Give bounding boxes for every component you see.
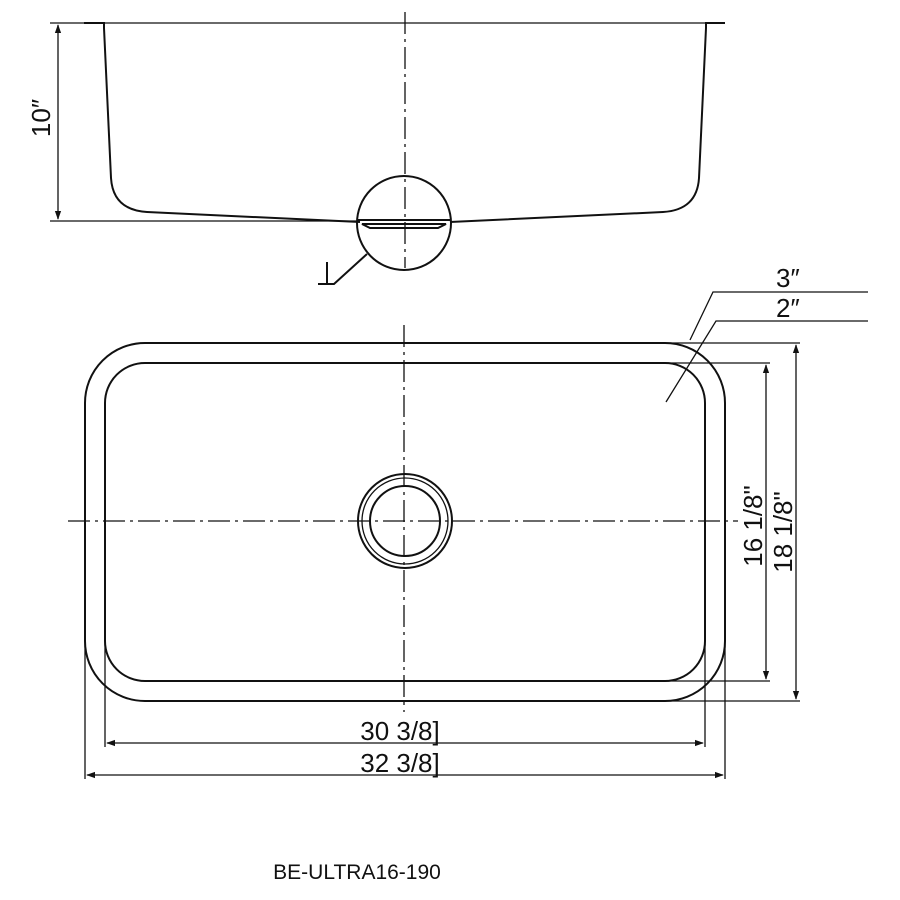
outer-length-label: 32 3/8] <box>360 748 440 778</box>
drain-outer-ring <box>357 473 453 569</box>
drain-detail-circle <box>356 175 452 271</box>
side-view: 10″ <box>26 12 725 285</box>
drain-detail-flange <box>358 219 450 229</box>
inner-radius-label: 2″ <box>776 293 800 323</box>
top-view: 3″ 2″ 16 1/8" 18 1/8" 30 3/8] 32 3/8] <box>68 263 868 779</box>
inner-length-label: 30 3/8] <box>360 716 440 746</box>
outer-width-label: 18 1/8" <box>768 491 798 573</box>
drain-inner-ring <box>369 485 441 557</box>
drain <box>357 473 453 569</box>
radius-leader-inner <box>665 320 868 403</box>
model-number: BE-ULTRA16-190 <box>273 861 441 884</box>
drain-middle-ring <box>361 477 449 565</box>
detail-leader <box>318 253 368 285</box>
depth-label: 10″ <box>26 99 56 137</box>
radius-leader-outer <box>689 291 868 341</box>
sink-outer-outline <box>84 342 726 702</box>
inner-width-label: 16 1/8" <box>738 485 768 567</box>
outer-radius-label: 3″ <box>776 263 800 293</box>
sink-side-profile <box>84 22 725 223</box>
sink-inner-outline <box>104 362 706 682</box>
